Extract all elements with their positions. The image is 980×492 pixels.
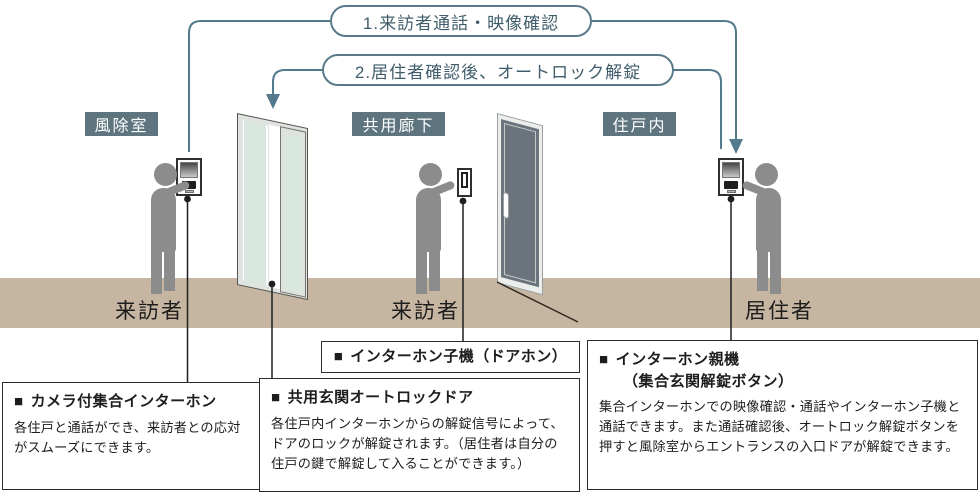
callout-title-text: インターホン親機 — [615, 351, 740, 368]
callout-title: ■ カメラ付集合インターホン — [14, 391, 248, 413]
intercom-screen — [722, 162, 740, 178]
intercom-screen — [180, 162, 198, 178]
callout-title: ■ インターホン親機 — [599, 349, 966, 371]
square-bullet-icon: ■ — [599, 351, 609, 368]
zone-label-text: 共用廊下 — [362, 118, 435, 135]
square-bullet-icon: ■ — [333, 348, 344, 366]
person-leg — [757, 249, 768, 291]
callout-body: 集合インターホンでの映像確認・通話やインターホン子機と通話できます。また通話確認… — [599, 398, 961, 454]
zone-label-text: 住戸内 — [612, 118, 667, 135]
callout-subtitle: （集合玄関解錠ボタン） — [623, 372, 794, 390]
callout-body: 各住戸内インターホンからの解錠信号によって、ドアのロックが解錠されます。（居住者… — [271, 415, 564, 471]
callout-master-intercom: ■ インターホン親機 （集合玄関解錠ボタン） 集合インターホンでの映像確認・通話や… — [587, 340, 978, 490]
person-leg — [429, 249, 440, 291]
flow2-left-line — [272, 69, 322, 95]
caption-visitor-1: 来訪者 — [115, 300, 184, 323]
person-torso — [416, 188, 441, 252]
ground-strip — [0, 278, 980, 328]
master-intercom-device — [718, 158, 744, 196]
person-torso — [151, 188, 176, 252]
zone-label-windbreak: 風除室 — [85, 112, 158, 136]
zone-label-corridor: 共用廊下 — [352, 112, 445, 136]
visitor-figure-corridor — [411, 163, 461, 294]
flow1-arrowhead-icon — [729, 139, 743, 154]
intercom-button — [727, 190, 736, 193]
visitor-figure-windbreak — [146, 163, 196, 294]
flow2-right-line — [674, 69, 722, 149]
intercom-button — [185, 190, 194, 193]
callout-title-text: インターホン子機（ドアホン） — [350, 348, 568, 366]
person-head — [419, 163, 442, 186]
sliding-door-right-pane — [280, 126, 306, 298]
zone-label-unit: 住戸内 — [603, 112, 676, 136]
callout-camera-intercom: ■ カメラ付集合インターホン 各住戸と通話ができ、来訪者との応対がスムーズにできま… — [2, 382, 260, 490]
caption-visitor-2: 来訪者 — [391, 300, 460, 323]
caption-resident: 居住者 — [745, 300, 814, 323]
camera-entrance-intercom-device — [176, 158, 202, 196]
autolock-sliding-door — [237, 113, 308, 301]
person-head — [755, 163, 778, 186]
flow-step-1: 1.来訪者通話・映像確認 — [330, 5, 592, 37]
square-bullet-icon: ■ — [14, 393, 24, 410]
callout-title: ■ 共用玄関オートロックドア — [271, 387, 568, 409]
person-leg — [770, 249, 781, 294]
dwelling-entrance-door — [497, 113, 543, 296]
callout-autolock-door: ■ 共用玄関オートロックドア 各住戸内インターホンからの解錠信号によって、ドアのロ… — [259, 378, 580, 492]
flow-step-1-label: 1.来訪者通話・映像確認 — [362, 13, 560, 33]
flow-step-2: 2.居住者確認後、オートロック解錠 — [322, 54, 674, 86]
callout-title-text: 共用玄関オートロックドア — [287, 389, 474, 406]
callout-title-text: カメラ付集合インターホン — [30, 393, 217, 410]
callout-dot — [727, 195, 735, 203]
doorphone-button — [461, 172, 468, 188]
intercom-speaker — [724, 181, 738, 189]
person-leg — [164, 249, 175, 291]
doorphone-device — [457, 168, 472, 197]
callout-body: 各住戸と通話ができ、来訪者との応対がスムーズにできます。 — [14, 419, 241, 455]
resident-figure — [736, 163, 786, 294]
person-leg — [151, 249, 162, 294]
zone-label-text: 風除室 — [94, 118, 149, 135]
person-head — [154, 163, 177, 186]
person-torso — [756, 188, 781, 252]
flow-step-2-label: 2.居住者確認後、オートロック解錠 — [354, 62, 642, 82]
sliding-door-right-glass — [284, 133, 302, 293]
sliding-door-left-glass — [243, 120, 268, 286]
flow2-arrowhead-icon — [266, 94, 280, 109]
door-handle — [503, 191, 509, 220]
person-leg — [416, 249, 427, 294]
callout-doorphone: ■ インターホン子機（ドアホン） — [321, 341, 580, 373]
square-bullet-icon: ■ — [271, 389, 281, 406]
callout-title: ■ インターホン子機（ドアホン） — [334, 346, 568, 368]
